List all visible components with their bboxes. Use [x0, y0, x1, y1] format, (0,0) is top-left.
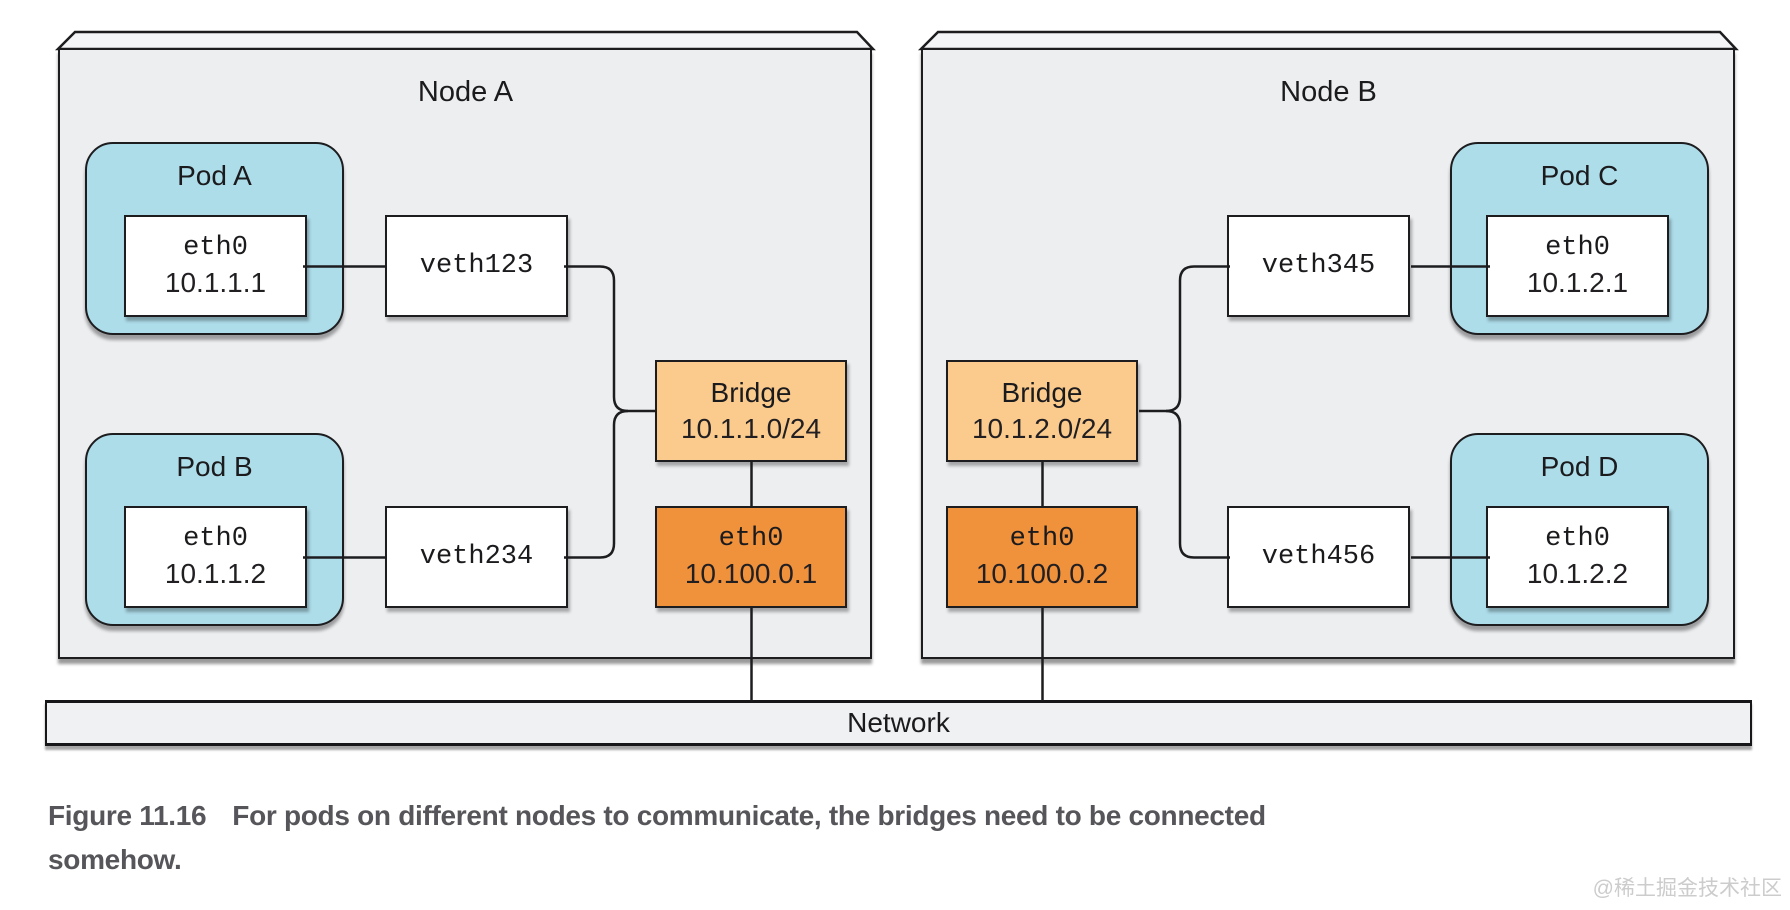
bridge-a-label: Bridge — [710, 377, 792, 408]
veth345-label: veth345 — [1261, 251, 1376, 281]
node-b-eth0-ip: 10.100.0.2 — [975, 558, 1109, 589]
veth456-label: veth456 — [1261, 542, 1376, 572]
veth123-box: veth123 — [385, 215, 568, 317]
pod-a-eth0-iface: eth0 — [183, 233, 248, 263]
veth234-label: veth234 — [419, 542, 534, 572]
caption-text-line2: somehow. — [48, 844, 182, 875]
pod-d-eth0-iface: eth0 — [1545, 524, 1610, 554]
veth123-label: veth123 — [419, 251, 534, 281]
veth345-box: veth345 — [1227, 215, 1410, 317]
pod-a-label: Pod A — [177, 160, 252, 191]
network-bar: Network — [45, 700, 1752, 746]
figure-caption-line1: Figure 11.16 For pods on different nodes … — [48, 800, 1266, 832]
bridge-a-box: Bridge 10.1.1.0/24 — [655, 360, 847, 462]
veth456-box: veth456 — [1227, 506, 1410, 608]
pod-c-eth0-iface: eth0 — [1545, 233, 1610, 263]
node-a-eth0-box: eth0 10.100.0.1 — [655, 506, 847, 608]
node-a-eth0-iface: eth0 — [718, 524, 784, 554]
network-label: Network — [847, 707, 950, 738]
pod-d-label: Pod D — [1540, 451, 1619, 482]
node-a-eth0-ip: 10.100.0.1 — [684, 558, 818, 589]
bridge-a-subnet: 10.1.1.0/24 — [680, 413, 822, 444]
bridge-b-subnet: 10.1.2.0/24 — [971, 413, 1113, 444]
pod-b-label: Pod B — [176, 451, 253, 482]
pod-c-eth0-ip: 10.1.2.1 — [1526, 267, 1629, 298]
pod-b-eth0-ip: 10.1.1.2 — [164, 558, 267, 589]
pod-d-eth0-ip: 10.1.2.2 — [1526, 558, 1629, 589]
figure-caption-line2: somehow. — [48, 844, 182, 876]
watermark-text: @稀土掘金技术社区 — [1592, 877, 1782, 900]
node-b-eth0-iface: eth0 — [1009, 524, 1075, 554]
bridge-b-box: Bridge 10.1.2.0/24 — [946, 360, 1138, 462]
pod-b-eth0-iface: eth0 — [183, 524, 248, 554]
caption-text-line1: For pods on different nodes to communica… — [232, 800, 1266, 831]
pod-a-eth0-ip: 10.1.1.1 — [164, 267, 267, 298]
veth234-box: veth234 — [385, 506, 568, 608]
pod-d-eth0-box: eth0 10.1.2.2 — [1486, 506, 1669, 608]
node-a-title: Node A — [417, 76, 514, 108]
bridge-b-label: Bridge — [1001, 377, 1083, 408]
figure-number: Figure 11.16 — [48, 800, 207, 831]
pod-c-eth0-box: eth0 10.1.2.1 — [1486, 215, 1669, 317]
pod-a-eth0-box: eth0 10.1.1.1 — [124, 215, 307, 317]
node-b-eth0-box: eth0 10.100.0.2 — [946, 506, 1138, 608]
pod-b-eth0-box: eth0 10.1.1.2 — [124, 506, 307, 608]
node-a-top-face — [54, 30, 876, 51]
node-b-top-face — [917, 30, 1739, 51]
node-b-title: Node B — [1280, 76, 1377, 108]
pod-c-label: Pod C — [1540, 160, 1619, 191]
